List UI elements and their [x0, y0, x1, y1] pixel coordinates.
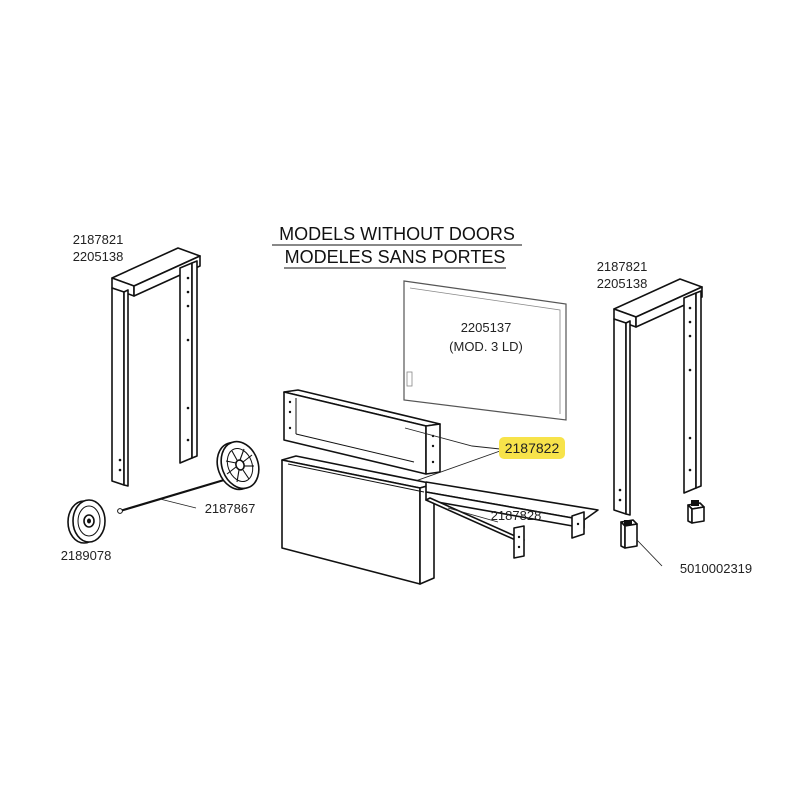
wheel-rear-view	[216, 440, 260, 491]
back-panel	[403, 280, 567, 421]
foot-leader	[636, 539, 663, 567]
wheel-label: 2189078	[61, 548, 112, 563]
left-frame-label-2: 2205138	[73, 249, 124, 264]
leveling-foot-right	[687, 500, 705, 524]
right-frame	[613, 278, 703, 516]
axle-label: 2187867	[205, 501, 256, 516]
front-panel-label: 2187822	[505, 440, 560, 456]
title-line-1: MODELS WITHOUT DOORS	[279, 224, 515, 244]
back-panel-label-1: 2205137	[461, 320, 512, 335]
foot-label: 5010002319	[680, 561, 752, 576]
right-frame-label-1: 2187821	[597, 259, 648, 274]
wheel	[67, 499, 106, 544]
lower-panel	[281, 455, 435, 585]
shelf-leader	[447, 507, 499, 523]
axle-leader	[159, 498, 197, 509]
left-frame-label-1: 2187821	[73, 232, 124, 247]
shelf-label: 2187828	[491, 508, 542, 523]
back-panel-label-2: (MOD. 3 LD)	[449, 339, 523, 354]
right-frame-label-2: 2205138	[597, 276, 648, 291]
bottom-shelf	[425, 481, 599, 559]
left-frame	[111, 247, 201, 487]
title-line-2: MODELES SANS PORTES	[285, 247, 506, 267]
leveling-foot-left	[620, 519, 638, 549]
highlight-box	[499, 437, 565, 459]
front-panel-leader	[404, 427, 501, 450]
axle	[117, 478, 225, 514]
